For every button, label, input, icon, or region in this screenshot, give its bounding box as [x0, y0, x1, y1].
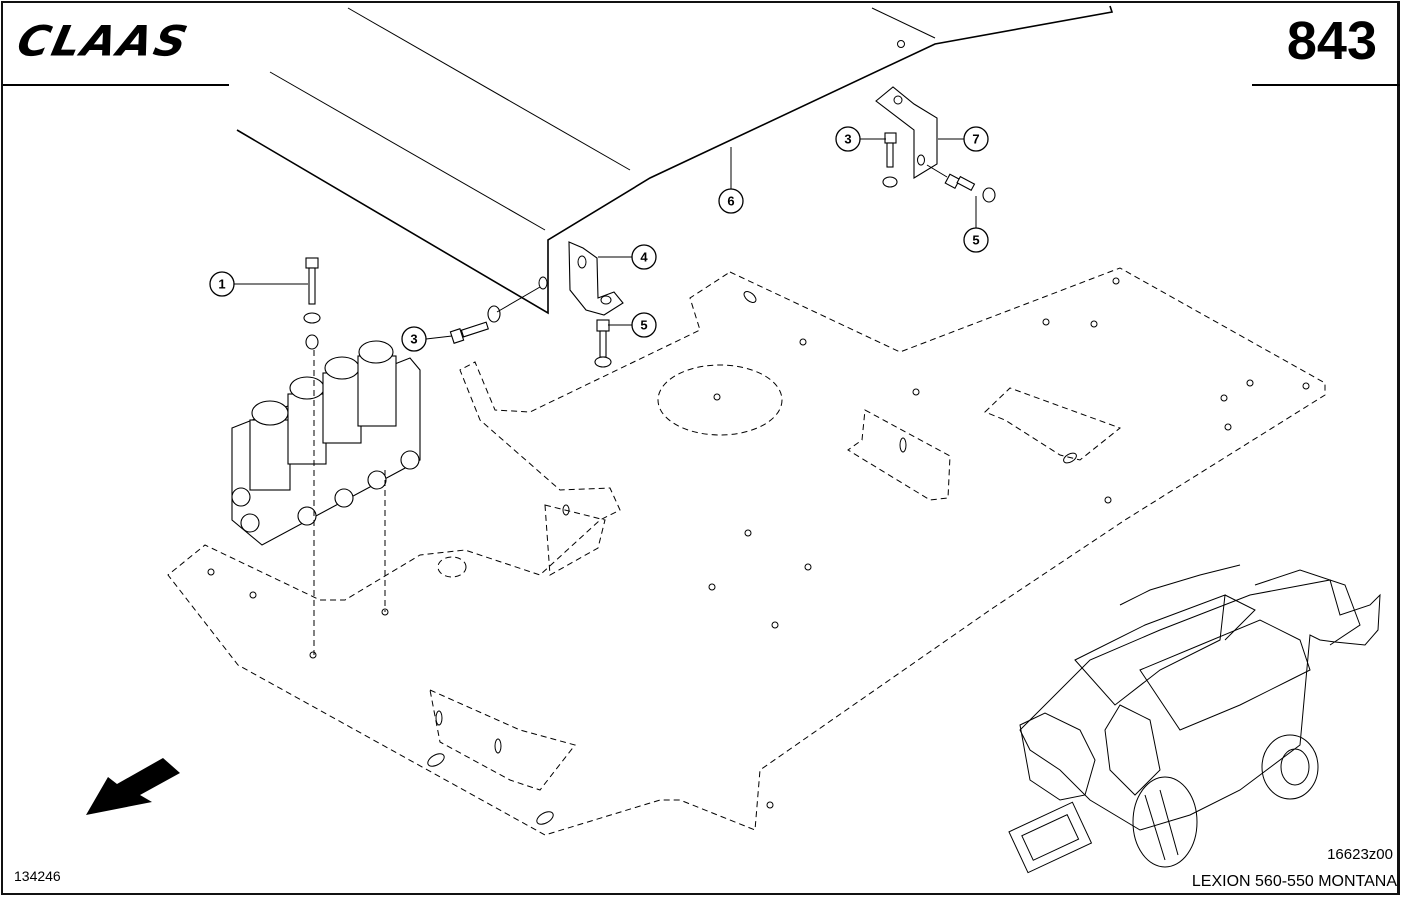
svg-text:6: 6 [727, 194, 734, 209]
header-rule-left [3, 84, 229, 86]
bracket-4 [568, 241, 624, 316]
bolt-5-right [944, 173, 996, 203]
combine-harvester-icon [1008, 564, 1381, 874]
figure-code: 16623z00 [1327, 846, 1393, 863]
svg-text:1: 1 [218, 277, 225, 292]
header-rule-right [1252, 84, 1400, 86]
drawing-id: 134246 [14, 868, 61, 884]
svg-text:5: 5 [640, 318, 647, 333]
mounting-plate [167, 267, 1326, 836]
svg-text:3: 3 [410, 332, 417, 347]
bolt-3-right [882, 132, 898, 188]
bracket-7 [875, 86, 938, 179]
svg-text:7: 7 [972, 132, 979, 147]
callout-6[interactable]: 6 [718, 147, 744, 214]
arrow-down-left-icon [86, 758, 180, 815]
svg-text:3: 3 [844, 132, 851, 147]
callout-1[interactable]: 1 [209, 271, 308, 297]
callout-3-right[interactable]: 3 [835, 126, 886, 152]
svg-text:5: 5 [972, 233, 979, 248]
bolt-5-left [594, 319, 612, 368]
callout-5-right[interactable]: 5 [963, 196, 989, 253]
callout-5-left[interactable]: 5 [608, 312, 657, 338]
callout-7[interactable]: 7 [938, 126, 989, 152]
callout-4[interactable]: 4 [598, 244, 657, 270]
callout-3-left[interactable]: 3 [401, 326, 453, 352]
bolt-1 [303, 257, 321, 350]
valve-block [231, 340, 421, 546]
page-number: 843 [1286, 11, 1377, 71]
cover-panel [236, 5, 1114, 315]
model-name: LEXION 560-550 MONTANA [1191, 873, 1397, 890]
svg-text:4: 4 [640, 250, 648, 265]
bolt-3-left [449, 305, 501, 344]
